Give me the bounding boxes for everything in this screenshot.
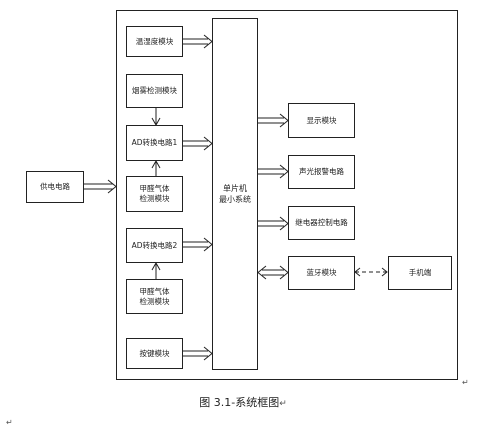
relay-control-circuit-label: 继电器控制电路 — [295, 218, 348, 227]
adc-circuit-1-label: AD转换电路1 — [131, 138, 178, 147]
arrow-adc2-to-mcu — [183, 237, 213, 252]
adc-circuit-2-block: AD转换电路2 — [126, 228, 183, 263]
formaldehyde-sensor-label: 甲醛气体 检测模块 — [139, 184, 170, 203]
system-boundary-frame — [116, 10, 458, 380]
arrow-methane-to-adc2 — [151, 261, 161, 279]
arrow-mcu-to-display — [258, 113, 289, 128]
figure-caption: 图 3.1-系统框图↵ — [0, 394, 486, 410]
return-mark-caption: ↵ — [279, 399, 287, 409]
keypad-module-label: 按键模块 — [139, 348, 170, 358]
phone-block: 手机端 — [388, 256, 452, 290]
supply-circuit-block: 供电电路 — [26, 171, 84, 203]
temp-humidity-module-block: 温湿度模块 — [126, 26, 183, 57]
alarm-circuit-block: 声光报警电路 — [288, 155, 355, 189]
arrow-keys-to-mcu — [183, 346, 213, 361]
methane-sensor-block: 甲醛气体 检测模块 — [126, 279, 183, 314]
mcu-minimum-system-block: 单片机 最小系统 — [212, 18, 258, 370]
arrow-mcu-to-relay — [258, 216, 289, 231]
smoke-detection-module-label: 烟雾检测模块 — [132, 86, 177, 95]
figure-caption-text: 图 3.1-系统框图 — [199, 396, 280, 409]
arrow-supply-to-system — [84, 179, 117, 194]
bluetooth-module-label: 蓝牙模块 — [306, 268, 337, 277]
link-bluetooth-to-phone — [354, 267, 388, 277]
mcu-minimum-system-label: 单片机 最小系统 — [219, 184, 251, 204]
temp-humidity-module-label: 温湿度模块 — [135, 36, 174, 46]
methane-sensor-label: 甲醛气体 检测模块 — [139, 286, 170, 306]
display-module-label: 显示模块 — [306, 115, 337, 125]
adc-circuit-2-label: AD转换电路2 — [131, 240, 178, 250]
arrow-smoke-to-adc1 — [151, 108, 161, 127]
phone-label: 手机端 — [408, 268, 432, 277]
return-mark-frame: ↵ — [462, 378, 469, 387]
arrow-mcu-bluetooth-bidirectional — [257, 265, 289, 280]
keypad-module-block: 按键模块 — [126, 338, 183, 369]
smoke-detection-module-block: 烟雾检测模块 — [126, 74, 183, 108]
arrow-temp-to-mcu — [183, 34, 213, 49]
bluetooth-module-block: 蓝牙模块 — [288, 256, 355, 290]
display-module-block: 显示模块 — [288, 103, 355, 138]
arrow-adc1-to-mcu — [183, 136, 213, 151]
alarm-circuit-label: 声光报警电路 — [299, 167, 344, 176]
adc-circuit-1-block: AD转换电路1 — [126, 125, 183, 161]
arrow-formaldehyde-to-adc1 — [151, 159, 161, 176]
supply-circuit-label: 供电电路 — [40, 182, 70, 191]
formaldehyde-sensor-block: 甲醛气体 检测模块 — [126, 176, 183, 212]
arrow-mcu-to-alarm — [258, 164, 289, 179]
return-mark-left: ↵ — [6, 418, 13, 427]
relay-control-circuit-block: 继电器控制电路 — [288, 206, 355, 240]
